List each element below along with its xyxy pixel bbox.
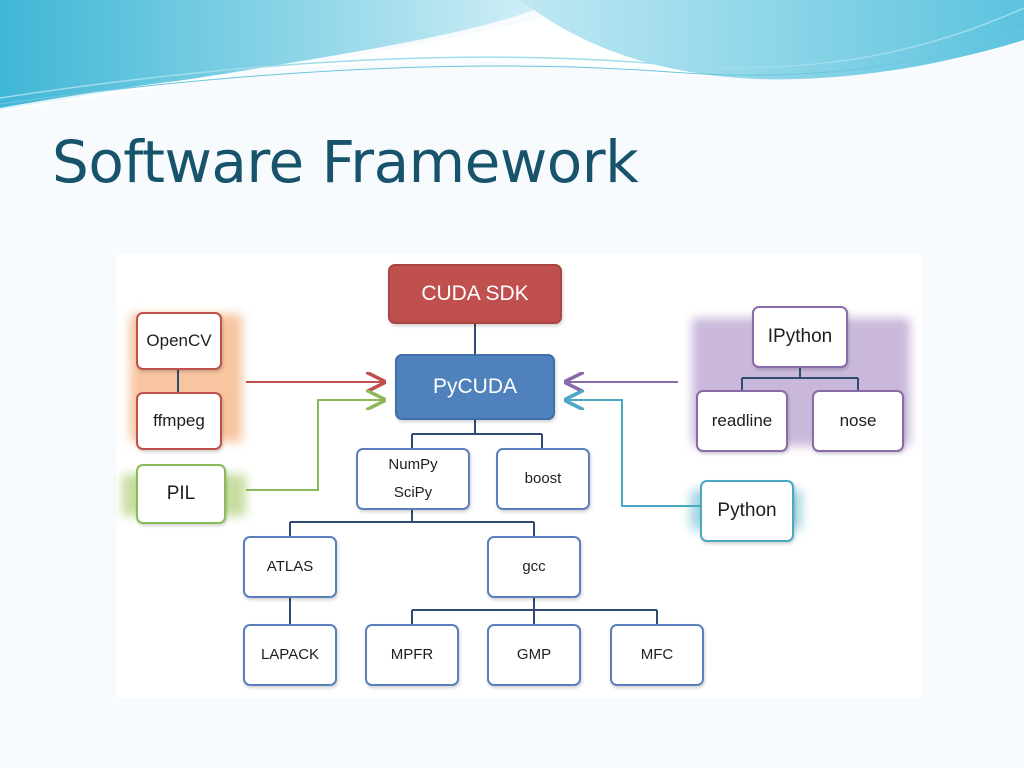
node-pil: PIL xyxy=(136,464,226,524)
node-gmp: GMP xyxy=(487,624,581,686)
header-wave-decoration xyxy=(0,0,1024,112)
node-numpy-scipy: NumPy SciPy xyxy=(356,448,470,510)
node-mpfr: MPFR xyxy=(365,624,459,686)
node-scipy-label: SciPy xyxy=(393,484,433,501)
node-lapack: LAPACK xyxy=(243,624,337,686)
node-readline: readline xyxy=(696,390,788,452)
node-boost: boost xyxy=(496,448,590,510)
node-atlas: ATLAS xyxy=(243,536,337,598)
node-mfc: MFC xyxy=(610,624,704,686)
node-numpy-label: NumPy xyxy=(388,455,438,473)
node-gcc: gcc xyxy=(487,536,581,598)
node-cuda-sdk: CUDA SDK xyxy=(388,264,562,324)
node-opencv: OpenCV xyxy=(136,312,222,370)
node-nose: nose xyxy=(812,390,904,452)
diagram-connectors xyxy=(177,324,859,624)
framework-diagram: CUDA SDK PyCUDA OpenCV ffmpeg PIL IPytho… xyxy=(116,254,922,698)
node-pycuda: PyCUDA xyxy=(395,354,555,420)
slide-title: Software Framework xyxy=(52,128,639,196)
node-ffmpeg: ffmpeg xyxy=(136,392,222,450)
node-python: Python xyxy=(700,480,794,542)
node-ipython: IPython xyxy=(752,306,848,368)
